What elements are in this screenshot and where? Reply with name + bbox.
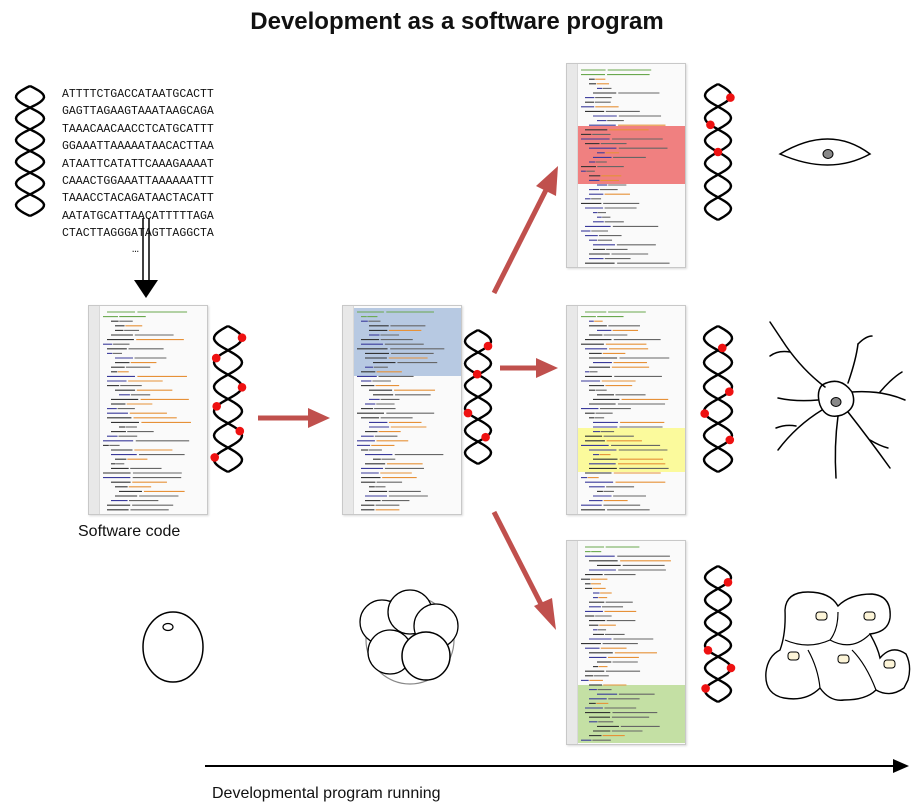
differentiation-arrow-muscle: [491, 166, 558, 295]
methylation-mark: [713, 147, 723, 157]
dna-helix-icon: [210, 324, 247, 474]
muscle-code-highlight: [567, 126, 685, 184]
methylation-mark: [725, 435, 735, 445]
code-panel-start: [88, 305, 208, 515]
sequence-line: AATATGCATTAACATTTTTAGA: [62, 209, 214, 223]
muscle-cell-icon: [778, 138, 872, 166]
methylation-mark: [210, 453, 219, 462]
line-number-gutter: [567, 64, 578, 267]
methylation-mark: [725, 387, 734, 397]
dna-helix-icon: [703, 82, 735, 222]
methylation-mark: [706, 120, 715, 130]
epithelial-cells-icon: [765, 591, 911, 701]
line-number-gutter: [567, 541, 578, 744]
methylation-mark: [481, 432, 490, 442]
code-lines: [581, 546, 671, 741]
dna-helix-icon: [463, 328, 493, 466]
differentiation-arrow-epithelium: [491, 510, 556, 630]
sequence-line: TAAACCTACAGATAACTACATT: [62, 192, 214, 206]
methylation-mark: [237, 383, 247, 392]
code-panel-muscle: [566, 63, 686, 268]
dna-helix-icon: [700, 324, 735, 474]
neuron-icon: [769, 321, 906, 479]
methylation-mark: [212, 402, 221, 411]
code-lines: [357, 311, 445, 511]
code-panel-epithelium: [566, 540, 686, 745]
timeline-arrow: [205, 759, 909, 773]
sequence-line: CTACTTAGGGATAGTTAGGCTA: [62, 227, 214, 241]
sequence-line: CAAACTGGAAATTAAAAAATTT: [62, 175, 214, 189]
cleavage-embryo-icon: [359, 589, 459, 685]
sequence-ellipsis: …: [132, 242, 139, 256]
line-number-gutter: [567, 306, 578, 514]
methylation-mark: [718, 343, 727, 353]
fertilized-egg-icon: [142, 611, 204, 683]
methylation-mark: [726, 93, 735, 102]
sequence-line: ATTTTCTGACCATAATGCACTT: [62, 88, 214, 101]
methylation-mark: [211, 353, 221, 363]
code-lines: [581, 311, 670, 511]
methylation-mark: [463, 408, 473, 418]
differentiation-arrow-neuron: [500, 358, 558, 378]
code-lines: [581, 69, 670, 264]
sequence-line: ATAATTCATATTCAAAGAAAAT: [62, 157, 214, 171]
dna-sequence: ATTTTCTGACCATAATGCACTT GAGTTAGAAGTAAATAA…: [62, 86, 242, 257]
progression-arrow: [258, 408, 330, 428]
methylation-mark: [700, 409, 709, 418]
methylation-mark: [472, 369, 482, 379]
methylation-mark: [701, 684, 710, 693]
dna-helix-icon: [701, 564, 736, 704]
methylation-mark: [483, 341, 493, 351]
software-code-caption: Software code: [78, 523, 181, 540]
methylation-mark: [235, 426, 245, 436]
transcription-arrow: [134, 218, 158, 298]
methylation-mark: [703, 646, 713, 655]
sequence-line: TAAACAACAACCTCATGCATTT: [62, 122, 214, 136]
methylation-mark: [237, 333, 247, 343]
active-code-highlight: [343, 308, 461, 376]
code-panel-active: [342, 305, 462, 515]
code-panel-neuron: [566, 305, 686, 515]
program-running-caption: Developmental program running: [212, 785, 441, 802]
diagram-title: Development as a software program: [250, 8, 664, 35]
sequence-line: GGAAATTAAAAATAACACTTAA: [62, 140, 214, 154]
methylation-mark: [726, 663, 736, 673]
code-lines: [103, 311, 191, 511]
line-number-gutter: [343, 306, 354, 514]
sequence-line: GAGTTAGAAGTAAATAAGCAGA: [62, 105, 214, 119]
line-number-gutter: [89, 306, 100, 514]
dna-helix-icon: [14, 84, 46, 218]
methylation-mark: [723, 578, 733, 587]
